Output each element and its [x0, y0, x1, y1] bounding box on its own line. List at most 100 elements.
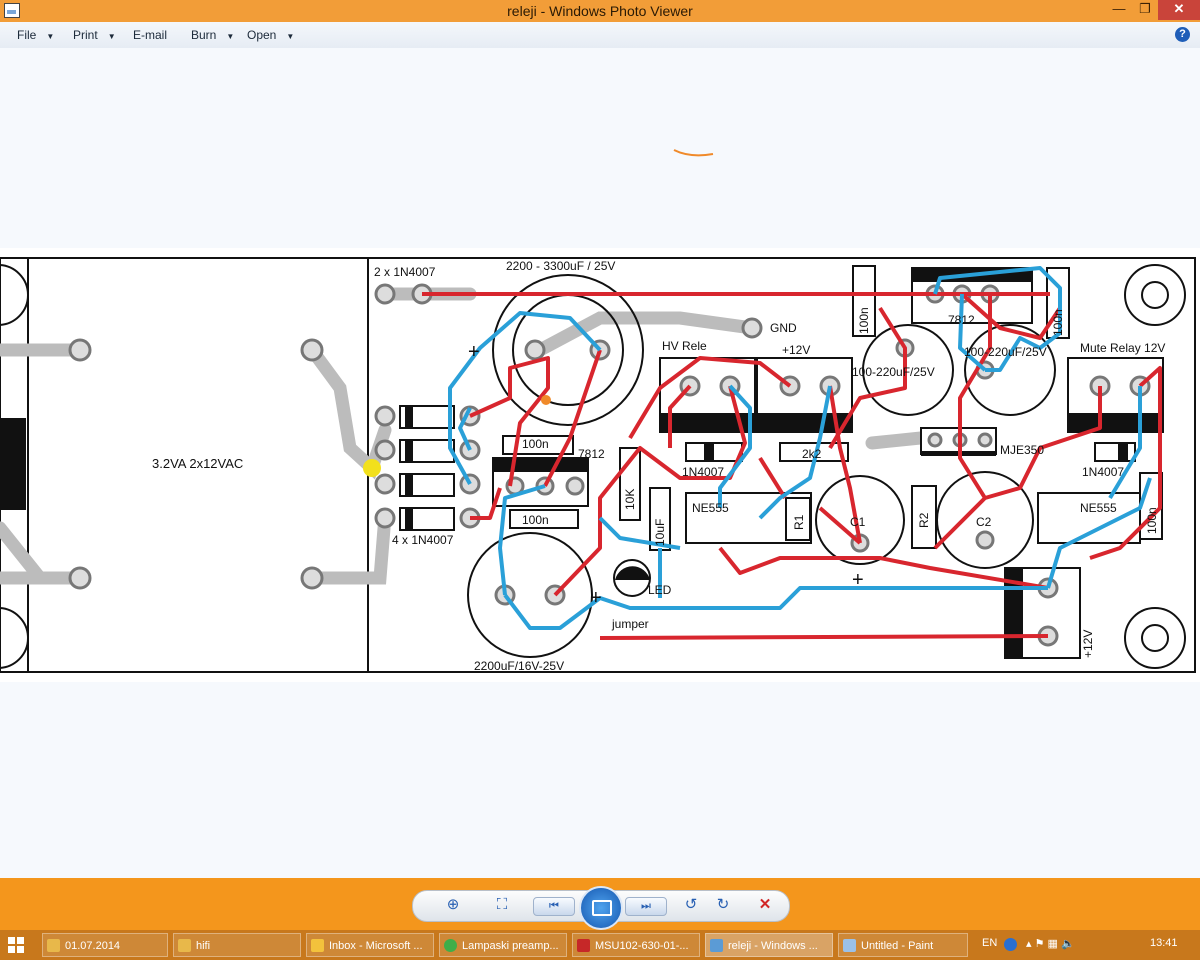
- taskbar-item-label: Lampaski preamp...: [462, 940, 559, 952]
- jumper-label: jumper: [611, 617, 649, 631]
- menu-print[interactable]: Print ▼: [73, 28, 116, 42]
- cap-10uf-label: 10uF: [653, 519, 667, 546]
- res-r2-label: R2: [917, 512, 931, 528]
- plus12-top-label: +12V: [782, 343, 810, 357]
- taskbar-item-pdf[interactable]: MSU102-630-01-...: [572, 933, 700, 957]
- cap-c2-label: C2: [976, 515, 992, 529]
- reg-left-label: 7812: [578, 447, 605, 461]
- next-button[interactable]: ⏭: [625, 897, 667, 916]
- gnd-label: GND: [770, 321, 797, 335]
- clock[interactable]: 13:41: [1150, 937, 1178, 949]
- rotate-ccw-icon[interactable]: ↺: [684, 896, 698, 913]
- menu-open-label: Open: [247, 28, 277, 42]
- pcb-layout-drawing: 3.2VA 2x12VAC 2 x 1N4007 4 x 1N4007 2200…: [0, 257, 1196, 673]
- taskbar-item-label: 01.07.2014: [65, 940, 121, 952]
- diodes-bottom-label: 4 x 1N4007: [392, 533, 454, 547]
- slideshow-button[interactable]: [579, 886, 623, 930]
- taskbar-item-photo-viewer[interactable]: releji - Windows ...: [705, 933, 833, 957]
- viewer-controls: ⊕ ⛶ ⏮ ⏭ ↺ ↻ ✕: [0, 878, 1200, 930]
- taskbar-item-chrome[interactable]: Lampaski preamp...: [439, 933, 567, 957]
- big-cap-top-label: 2200 - 3300uF / 25V: [506, 259, 615, 273]
- mje-label: MJE350: [1000, 443, 1044, 457]
- cap100n-a-label: 100n: [522, 437, 549, 451]
- language-indicator[interactable]: EN: [982, 937, 998, 949]
- title-bar: releji - Windows Photo Viewer — ❐ ✕: [0, 0, 1200, 22]
- pdf-icon: [577, 938, 590, 952]
- polarity-mark: +: [468, 341, 480, 363]
- reg-right-label: 7812: [948, 313, 975, 327]
- close-button[interactable]: ✕: [1158, 0, 1200, 20]
- menu-bar: File ▼ Print ▼ E-mail Burn ▼ Open ▼ ?: [0, 22, 1200, 49]
- fit-window-icon[interactable]: ⛶: [496, 896, 508, 913]
- cap-mid-left-label: 100-220uF/25V: [852, 365, 935, 379]
- taskbar-item-label: Inbox - Microsoft ...: [329, 940, 423, 952]
- photo-viewer-icon: [4, 3, 20, 18]
- hv-relay-label: HV Rele: [662, 339, 707, 353]
- chevron-down-icon: ▼: [226, 32, 235, 41]
- taskbar-item-label: hifi: [196, 940, 211, 952]
- window-title: releji - Windows Photo Viewer: [507, 3, 693, 19]
- menu-file[interactable]: File ▼: [17, 28, 54, 42]
- ic-left-label: NE555: [692, 501, 729, 515]
- led-label: LED: [648, 583, 672, 597]
- menu-burn[interactable]: Burn ▼: [191, 28, 234, 42]
- help-tray-icon[interactable]: [1004, 938, 1017, 951]
- volume-icon[interactable]: 🔈: [1061, 938, 1075, 950]
- chrome-icon: [444, 938, 457, 952]
- transformer-label: 3.2VA 2x12VAC: [152, 456, 243, 471]
- chevron-down-icon: ▼: [286, 32, 295, 41]
- big-cap-bottom-label: 2200uF/16V-25V: [474, 659, 564, 673]
- taskbar-item-folder-date[interactable]: 01.07.2014: [42, 933, 168, 957]
- previous-button[interactable]: ⏮: [533, 897, 575, 916]
- restore-button[interactable]: ❐: [1139, 1, 1151, 16]
- menu-burn-label: Burn: [191, 28, 217, 42]
- flag-icon[interactable]: ⚑: [1034, 938, 1045, 950]
- menu-email-label: E-mail: [133, 28, 168, 42]
- stray-mark: [673, 149, 714, 157]
- taskbar-item-label: releji - Windows ...: [728, 940, 818, 952]
- photo-viewer-icon: [710, 938, 723, 952]
- chevron-down-icon: ▼: [107, 32, 116, 41]
- outlook-icon: [311, 938, 324, 952]
- tray-icons: ▴ ⚑ ▦ 🔈: [1026, 937, 1075, 950]
- help-icon[interactable]: ?: [1175, 27, 1190, 42]
- cap100n-c-label: 100n: [857, 307, 871, 334]
- cap100n-d-label: 100n: [1051, 309, 1065, 336]
- plus12-right-label: +12V: [1081, 630, 1095, 658]
- polarity-mark: +: [852, 569, 864, 591]
- ic-right-label: NE555: [1080, 501, 1117, 515]
- taskbar-item-outlook[interactable]: Inbox - Microsoft ...: [306, 933, 434, 957]
- menu-file-label: File: [17, 28, 37, 42]
- folder-icon: [178, 938, 191, 952]
- res-10k-label: 10K: [623, 489, 637, 510]
- mute-relay-label: Mute Relay 12V: [1080, 341, 1165, 355]
- windows-start-icon[interactable]: [8, 937, 24, 953]
- taskbar: 01.07.2014 hifi Inbox - Microsoft ... La…: [0, 930, 1200, 960]
- cap100n-b-label: 100n: [522, 513, 549, 527]
- taskbar-item-paint[interactable]: Untitled - Paint: [838, 933, 968, 957]
- network-icon[interactable]: ▦: [1047, 938, 1058, 950]
- chevron-up-icon[interactable]: ▴: [1026, 938, 1032, 950]
- rotate-cw-icon[interactable]: ↻: [716, 896, 730, 913]
- menu-email[interactable]: E-mail: [133, 28, 167, 42]
- cap-mid-right-label: 100-220uF/25V: [964, 345, 1047, 359]
- minimize-button[interactable]: —: [1112, 1, 1126, 16]
- diodes-top-label: 2 x 1N4007: [374, 265, 436, 279]
- taskbar-item-label: Untitled - Paint: [861, 940, 934, 952]
- cap-right-small-label: 100n: [1145, 507, 1159, 534]
- zoom-icon[interactable]: ⊕: [446, 896, 460, 913]
- taskbar-item-folder-hifi[interactable]: hifi: [173, 933, 301, 957]
- menu-print-label: Print: [73, 28, 98, 42]
- diode-mid-left-label: 1N4007: [682, 465, 724, 479]
- cap-c1-label: C1: [850, 515, 866, 529]
- chevron-down-icon: ▼: [46, 32, 55, 41]
- res-r1-label: R1: [792, 514, 806, 530]
- polarity-mark: +: [590, 587, 602, 609]
- menu-open[interactable]: Open ▼: [247, 28, 294, 42]
- folder-icon: [47, 938, 60, 952]
- pcb-image[interactable]: 3.2VA 2x12VAC 2 x 1N4007 4 x 1N4007 2200…: [0, 248, 1200, 682]
- delete-icon[interactable]: ✕: [758, 896, 772, 913]
- paint-icon: [843, 938, 856, 952]
- diode-mid-right-label: 1N4007: [1082, 465, 1124, 479]
- taskbar-item-label: MSU102-630-01-...: [595, 940, 689, 952]
